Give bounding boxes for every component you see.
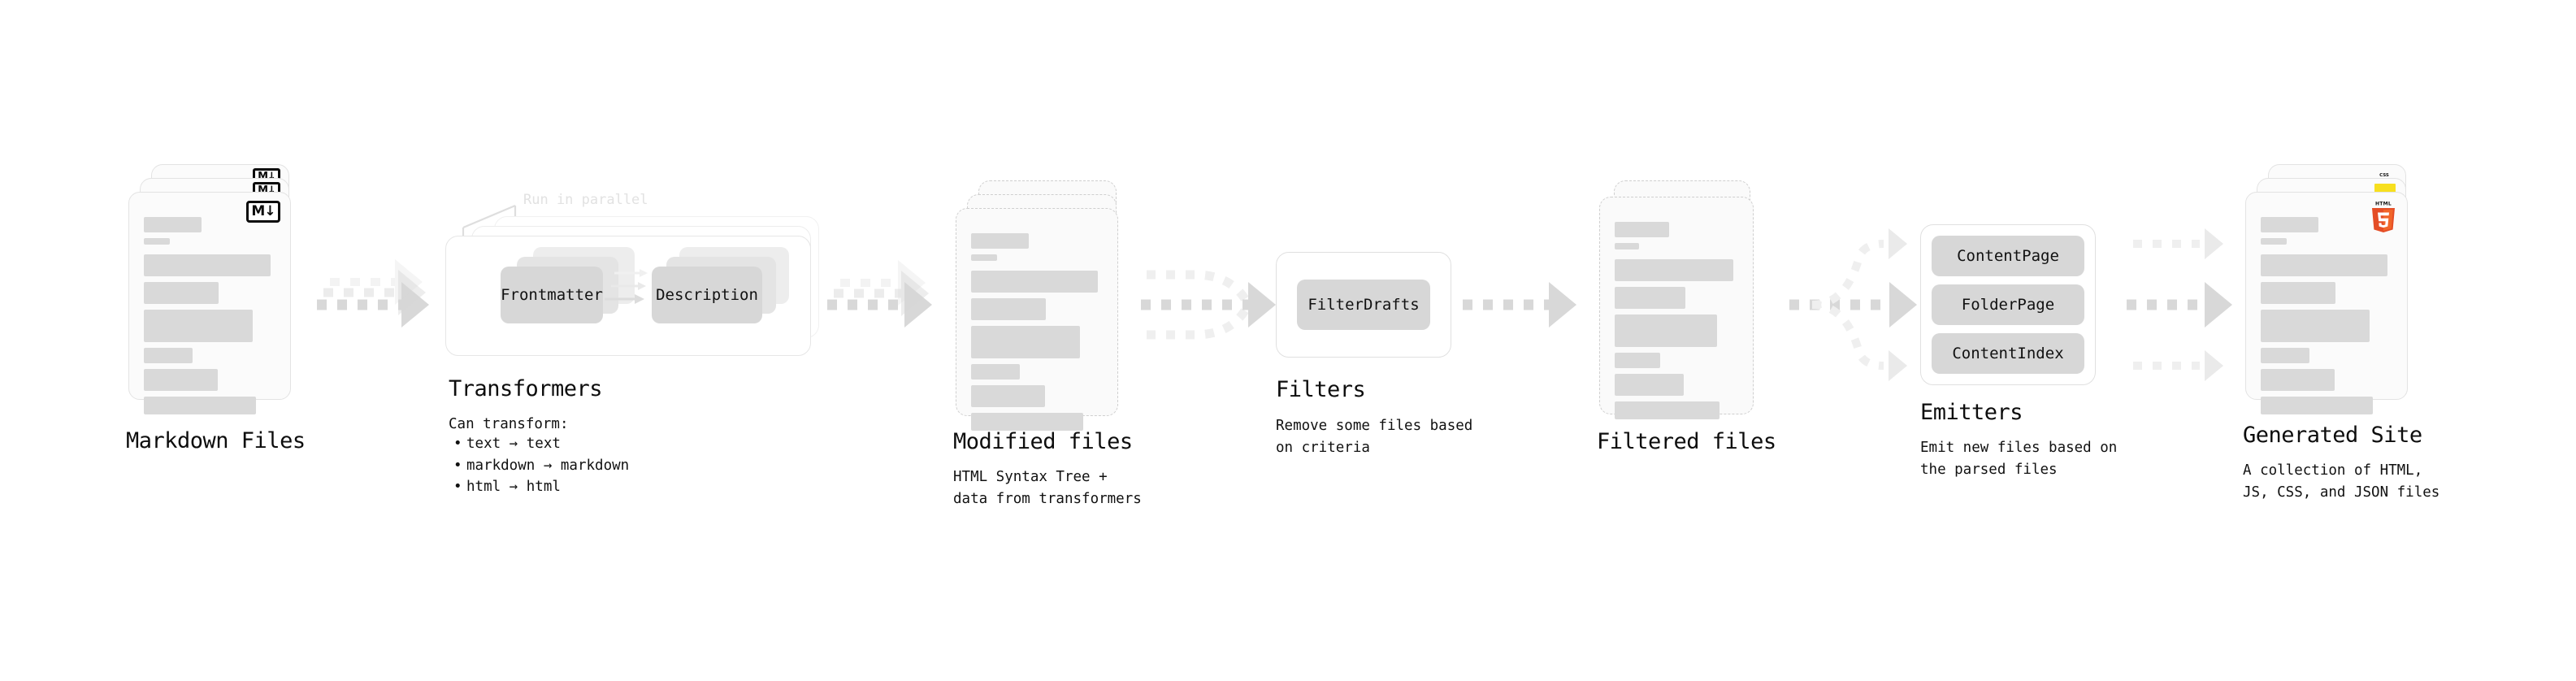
doc-line (144, 282, 219, 304)
modified-file-stack (956, 180, 1128, 431)
doc-line (971, 364, 1020, 380)
markdown-file-stack: M↓ M↓ M↓ (128, 164, 301, 414)
doc-line (2261, 238, 2288, 245)
doc-line (1615, 243, 1640, 249)
doc-line (2261, 310, 2370, 342)
svg-text:CSS: CSS (2379, 173, 2389, 178)
transformers-intro: Can transform: (449, 416, 569, 432)
arrow-transformers-to-modified (827, 260, 932, 327)
label-transformers: Transformers (449, 376, 603, 401)
filtered-card-front (1599, 197, 1754, 419)
doc-line (1615, 287, 1685, 309)
doc-line (1615, 353, 1661, 368)
stage-markdown-files: M↓ M↓ M↓ (128, 164, 301, 414)
stage-generated-site: CSS HTML (2245, 164, 2418, 414)
doc-line (1615, 401, 1720, 419)
label-filtered-files: Filtered files (1597, 429, 1776, 454)
site-card-front-html: HTML (2245, 192, 2408, 414)
arrow-modified-to-filters-fanin (1141, 270, 1276, 340)
stage-filtered-files (1599, 180, 1762, 419)
transformer-chip-frontmatter[interactable]: Frontmatter (501, 267, 603, 323)
emitters-subtitle: Emit new files based on the parsed files (1920, 440, 2118, 478)
document-placeholder-lines (1615, 222, 1738, 425)
doc-line (2261, 348, 2309, 363)
filter-chip-filterdrafts[interactable]: FilterDrafts (1297, 280, 1430, 330)
svg-text:HTML: HTML (2375, 202, 2392, 207)
label-markdown-files: Markdown Files (126, 428, 306, 453)
document-placeholder-lines (144, 217, 275, 420)
transformer-internal-arrows (605, 269, 648, 304)
document-placeholder-lines (2261, 217, 2392, 420)
document-placeholder-lines (971, 233, 1103, 436)
list-item: text → text (449, 433, 629, 455)
doc-line (144, 310, 254, 342)
markdown-card-front: M↓ (128, 192, 291, 414)
list-item: markdown → markdown (449, 455, 629, 477)
doc-line (971, 271, 1098, 293)
doc-line (971, 326, 1081, 358)
doc-line (971, 298, 1047, 320)
generated-site-stack: CSS HTML (2245, 164, 2418, 414)
doc-line (144, 348, 193, 363)
filtered-file-stack (1599, 180, 1762, 419)
doc-line (144, 217, 202, 232)
doc-line (2261, 254, 2387, 276)
doc-line (971, 254, 998, 261)
label-run-in-parallel: Run in parallel (523, 192, 648, 208)
doc-line (1615, 222, 1669, 237)
list-item: html → html (449, 476, 629, 498)
doc-line (2261, 397, 2373, 414)
doc-line (2261, 282, 2336, 304)
label-modified-files: Modified files (953, 429, 1133, 454)
doc-line (1615, 314, 1718, 347)
emitter-chip-contentindex[interactable]: ContentIndex (1932, 333, 2084, 374)
doc-line (144, 397, 256, 414)
modified-card-front (956, 208, 1118, 431)
markdown-icon: M↓ (246, 201, 280, 223)
doc-line (2261, 217, 2319, 232)
stage-modified-files (956, 180, 1128, 431)
transformer-chip-description[interactable]: Description (652, 267, 762, 323)
arrow-markdown-to-transformers (317, 259, 429, 327)
doc-line (971, 413, 1083, 431)
label-generated-site: Generated Site (2243, 423, 2422, 448)
label-emitters: Emitters (1920, 400, 2023, 425)
arrow-filtered-to-emitters-fanout (1789, 228, 1917, 381)
generated-site-subtitle: A collection of HTML, JS, CSS, and JSON … (2243, 462, 2440, 501)
doc-line (971, 385, 1045, 407)
filters-subtitle: Remove some files based on criteria (1276, 418, 1473, 456)
doc-line (144, 369, 218, 391)
doc-line (1615, 259, 1733, 281)
doc-line (144, 254, 271, 276)
emitter-chip-folderpage[interactable]: FolderPage (1932, 284, 2084, 325)
doc-line (971, 233, 1030, 249)
transformers-bullet-list: text → text markdown → markdown html → h… (449, 433, 629, 498)
arrow-emitters-to-site (2127, 228, 2232, 381)
doc-line (2261, 369, 2335, 391)
modified-files-subtitle: HTML Syntax Tree + data from transformer… (953, 469, 1142, 507)
emitter-chip-contentpage[interactable]: ContentPage (1932, 236, 2084, 276)
label-filters: Filters (1276, 377, 1366, 402)
html5-icon: HTML (2370, 199, 2397, 232)
arrow-filters-to-filtered (1463, 282, 1576, 327)
doc-line (144, 238, 171, 245)
doc-line (1615, 374, 1685, 396)
